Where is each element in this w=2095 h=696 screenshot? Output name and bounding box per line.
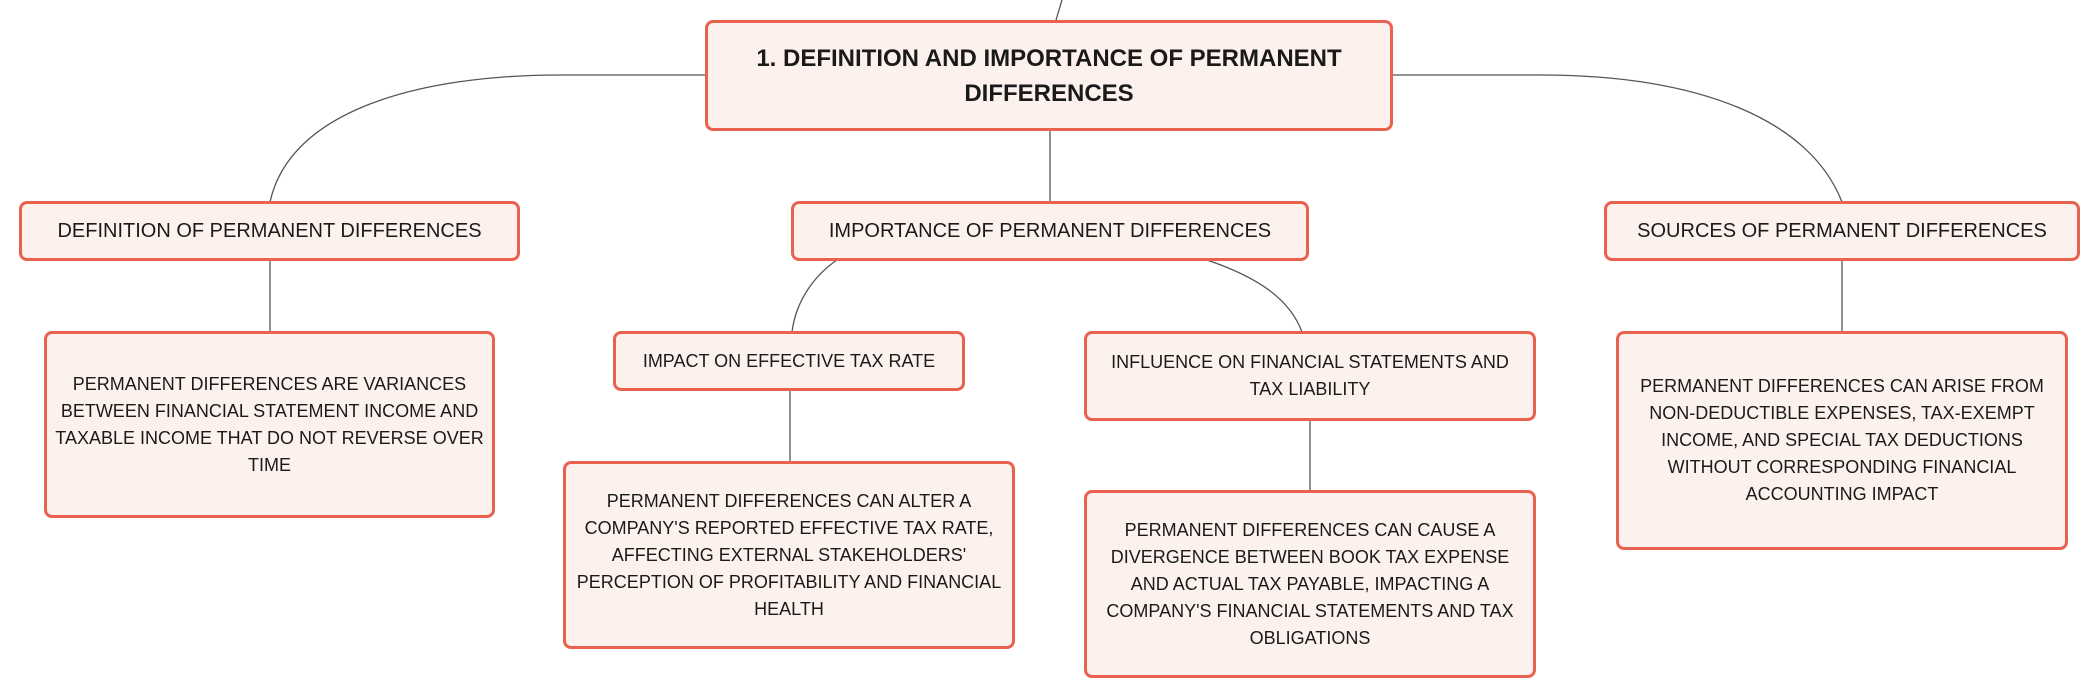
tax-rate-detail-node[interactable]: PERMANENT DIFFERENCES CAN ALTER A COMPAN… (563, 461, 1015, 649)
root-topic-node[interactable]: 1. DEFINITION AND IMPORTANCE OF PERMANEN… (705, 20, 1393, 131)
root-topic-label: 1. DEFINITION AND IMPORTANCE OF PERMANEN… (756, 44, 1342, 107)
financial-statements-detail-node[interactable]: PERMANENT DIFFERENCES CAN CAUSE A DIVERG… (1084, 490, 1536, 678)
tax-rate-detail-text: PERMANENT DIFFERENCES CAN ALTER A COMPAN… (576, 490, 1002, 619)
connector-importance-to-tax-rate (791, 259, 838, 333)
definition-detail-text: PERMANENT DIFFERENCES ARE VARIANCES BETW… (55, 373, 484, 475)
connector-importance-to-financial-statements (1206, 259, 1303, 333)
sources-branch-label: SOURCES OF PERMANENT DIFFERENCES (1637, 220, 2047, 242)
connector-root-to-definition (269, 74, 705, 203)
financial-statements-subtopic-label: INFLUENCE ON FINANCIAL STATEMENTS AND TA… (1111, 352, 1509, 399)
definition-branch-node[interactable]: DEFINITION OF PERMANENT DIFFERENCES (19, 201, 520, 261)
tax-rate-subtopic-label: IMPACT ON EFFECTIVE TAX RATE (642, 350, 936, 371)
importance-branch-node[interactable]: IMPORTANCE OF PERMANENT DIFFERENCES (791, 201, 1309, 261)
connector-parent-line (1055, 0, 1063, 21)
financial-statements-detail-text: PERMANENT DIFFERENCES CAN CAUSE A DIVERG… (1106, 519, 1514, 648)
connector-root-to-sources (1393, 74, 1843, 203)
sources-detail-node[interactable]: PERMANENT DIFFERENCES CAN ARISE FROM NON… (1616, 331, 2068, 550)
sources-branch-node[interactable]: SOURCES OF PERMANENT DIFFERENCES (1604, 201, 2080, 261)
definition-branch-label: DEFINITION OF PERMANENT DIFFERENCES (57, 220, 482, 242)
importance-branch-label: IMPORTANCE OF PERMANENT DIFFERENCES (828, 220, 1272, 242)
definition-detail-node[interactable]: PERMANENT DIFFERENCES ARE VARIANCES BETW… (44, 331, 495, 518)
sources-detail-text: PERMANENT DIFFERENCES CAN ARISE FROM NON… (1640, 376, 2044, 504)
financial-statements-subtopic-node[interactable]: INFLUENCE ON FINANCIAL STATEMENTS AND TA… (1084, 331, 1536, 421)
tax-rate-subtopic-node[interactable]: IMPACT ON EFFECTIVE TAX RATE (613, 331, 965, 391)
